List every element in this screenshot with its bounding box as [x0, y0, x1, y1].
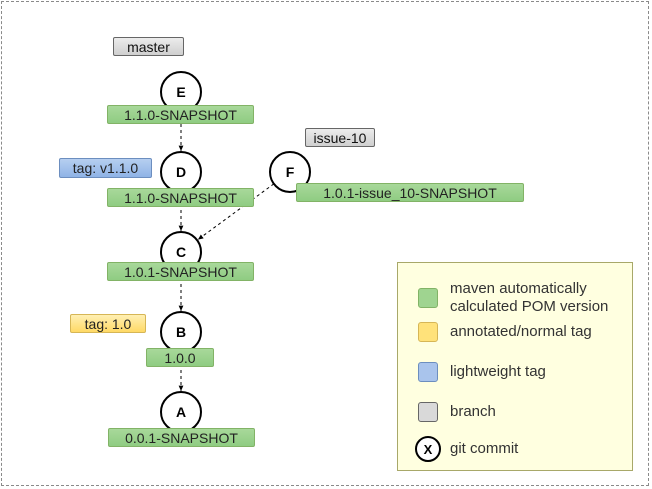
- legend-item-commit: X git commit: [415, 436, 519, 462]
- legend-version-line2: calculated POM version: [450, 298, 609, 315]
- version-label-c: 1.0.1-SNAPSHOT: [107, 262, 254, 281]
- version-label-a: 0.0.1-SNAPSHOT: [108, 428, 255, 447]
- commit-label-f: F: [286, 164, 295, 180]
- lightweight-tag-v1-1-0: tag: v1.1.0: [59, 158, 152, 178]
- legend-annotated-tag-text: annotated/normal tag: [450, 323, 592, 340]
- legend-branch-text: branch: [450, 403, 496, 420]
- legend-version-line1: maven automatically: [450, 280, 587, 297]
- commit-label-e: E: [176, 84, 185, 100]
- commit-node-d: D: [160, 151, 202, 193]
- legend-item-annotated-tag: annotated/normal tag: [418, 322, 592, 342]
- commit-label-a: A: [176, 404, 186, 420]
- annotated-tag-1-0: tag: 1.0: [70, 314, 146, 333]
- legend-lightweight-tag-text: lightweight tag: [450, 363, 546, 380]
- branch-swatch-icon: [418, 402, 438, 422]
- edge-f-to-c: [197, 183, 275, 240]
- commit-label-c: C: [176, 244, 186, 260]
- branch-label-master: master: [113, 37, 184, 56]
- version-label-f: 1.0.1-issue_10-SNAPSHOT: [296, 183, 524, 202]
- annotated-tag-swatch-icon: [418, 322, 438, 342]
- commit-node-b: B: [160, 311, 202, 353]
- commit-circle-f: [269, 151, 311, 193]
- commit-node-f: F: [269, 151, 311, 193]
- version-label-b: 1.0.0: [146, 348, 214, 367]
- legend-commit-text: git commit: [450, 440, 519, 457]
- legend: maven automatically calculated POM versi…: [397, 262, 633, 471]
- commit-node-a: A: [160, 391, 202, 433]
- version-swatch-icon: [418, 288, 438, 308]
- legend-item-lightweight-tag: lightweight tag: [418, 362, 546, 382]
- commit-label-b: B: [176, 324, 186, 340]
- commit-label-d: D: [176, 164, 186, 180]
- lightweight-tag-swatch-icon: [418, 362, 438, 382]
- branch-label-issue-10: issue-10: [305, 128, 375, 147]
- legend-item-version: maven automatically calculated POM versi…: [418, 280, 608, 316]
- version-label-e: 1.1.0-SNAPSHOT: [107, 105, 254, 124]
- legend-item-branch: branch: [418, 402, 496, 422]
- commit-circle-icon: X: [415, 436, 441, 462]
- legend-version-text: maven automatically calculated POM versi…: [450, 280, 608, 316]
- version-label-d: 1.1.0-SNAPSHOT: [107, 188, 254, 207]
